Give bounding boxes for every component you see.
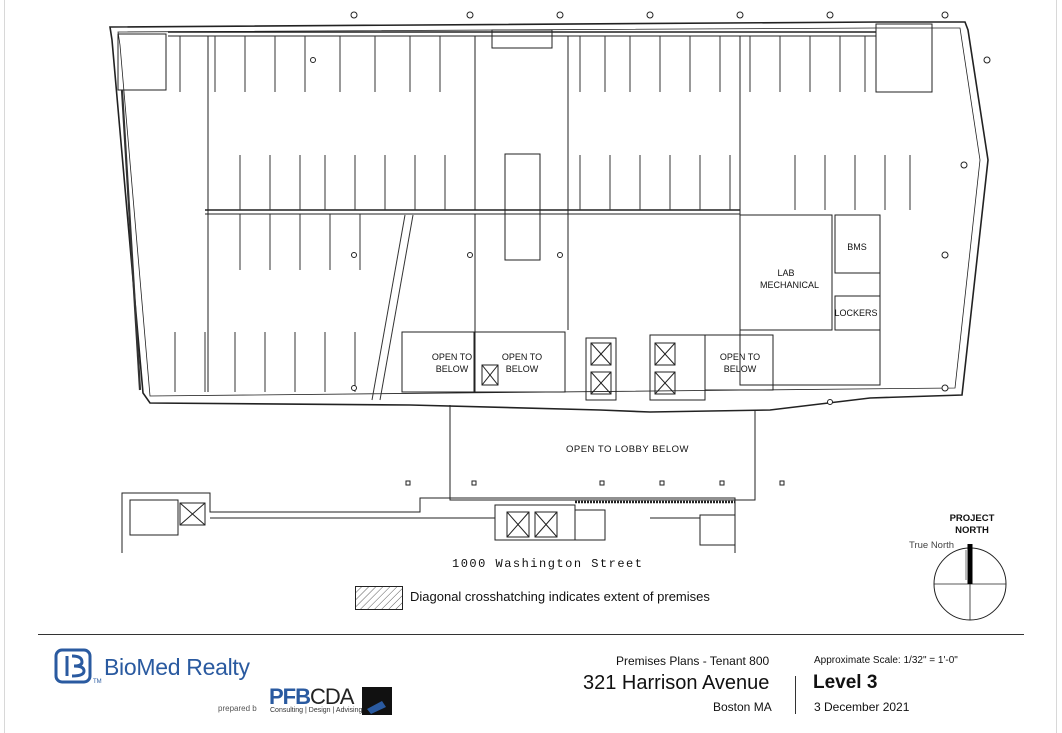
room-label-open-below-1: OPEN TO BELOW (431, 352, 473, 374)
street-label: 1000 Washington Street (452, 557, 644, 571)
room-label-open-below-2: OPEN TO BELOW (501, 352, 543, 374)
consultant-logo-rest: CDA (310, 684, 354, 709)
consultant-logo-bold: PFB (269, 684, 311, 709)
room-label-lockers: LOCKERS (834, 308, 878, 318)
level-label: Level 3 (813, 672, 878, 693)
consultant-tagline: Consulting | Design | Advising (270, 707, 363, 714)
room-label-lab-mechanical: LAB MECHANICAL (760, 268, 820, 290)
title-block-separator (795, 676, 796, 714)
room-label-open-lobby: OPEN TO LOBBY BELOW (566, 444, 690, 455)
room-label-open-below-3: OPEN TO BELOW (719, 352, 761, 374)
logo-trademark: TM (93, 679, 102, 685)
room-label-bms: BMS (847, 242, 867, 252)
title-block-divider (38, 634, 1024, 635)
sheet-title: Premises Plans - Tenant 800 (616, 654, 770, 668)
drawing-date: 3 December 2021 (814, 700, 910, 714)
building-city: Boston MA (713, 700, 772, 714)
consultant-logo-icon (362, 687, 392, 715)
building-address: 321 Harrison Avenue (583, 672, 770, 694)
drawing-scale: Approximate Scale: 1/32" = 1'-0" (814, 655, 958, 666)
page-frame (4, 0, 1057, 733)
company-logo-text: BioMed Realty (104, 654, 250, 680)
north-arrow-icon (933, 544, 1007, 621)
consultant-logo-text: PFBCDA (269, 684, 354, 710)
legend-text: Diagonal crosshatching indicates extent … (410, 589, 710, 604)
true-north-label: True North (909, 540, 955, 551)
project-north-label: PROJECT NORTH (949, 513, 995, 536)
crosshatch-swatch (355, 586, 403, 610)
prepared-by-label: prepared b (218, 704, 257, 713)
biomed-logo-icon (54, 648, 92, 684)
